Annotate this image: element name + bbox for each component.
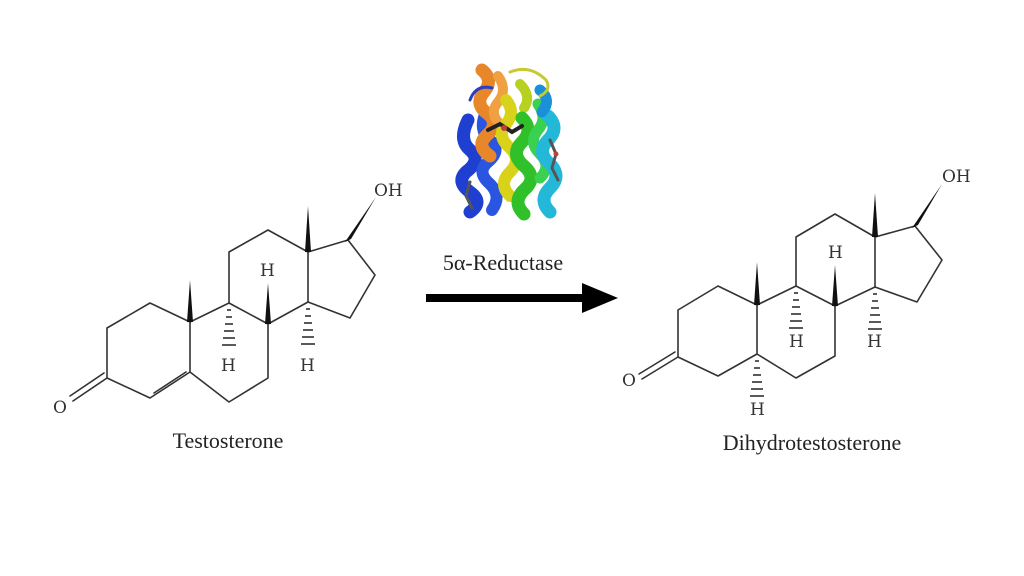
hydrogen-label: H	[260, 261, 275, 281]
oxygen-label: O	[53, 398, 67, 418]
hydroxyl-wedge	[912, 184, 942, 228]
reaction-arrow	[426, 283, 618, 313]
enzyme-label: 5α-Reductase	[443, 250, 563, 275]
hydrogen-hash	[222, 309, 236, 346]
hydrogen-label: H	[221, 356, 236, 376]
hydrogen-wedge	[265, 283, 271, 324]
testosterone-caption: Testosterone	[173, 428, 284, 453]
dihydrotestosterone-structure: O OH H H H H	[622, 167, 971, 420]
hydrogen-label: H	[789, 332, 804, 352]
testosterone-structure: O OH H H H	[53, 181, 403, 418]
hydrogen-label: H	[300, 356, 315, 376]
hydrogen-label: H	[828, 243, 843, 263]
hydroxyl-wedge	[345, 197, 376, 242]
protein-structure-icon	[455, 63, 563, 221]
methyl-wedge	[754, 262, 760, 305]
hydrogen-hash	[301, 308, 315, 345]
hydrogen-hash	[789, 292, 803, 329]
hydroxyl-label: OH	[942, 167, 971, 187]
hydrogen-hash	[750, 360, 764, 397]
dihydrotestosterone-caption: Dihydrotestosterone	[723, 430, 901, 455]
hydroxyl-label: OH	[374, 181, 403, 201]
hydrogen-wedge	[832, 265, 838, 306]
hydrogen-hash	[868, 293, 882, 330]
hydrogen-label: H	[750, 400, 765, 420]
methyl-wedge	[305, 206, 311, 252]
methyl-wedge	[187, 280, 193, 322]
hydrogen-label: H	[867, 332, 882, 352]
oxygen-label: O	[622, 371, 636, 391]
methyl-wedge	[872, 193, 878, 237]
